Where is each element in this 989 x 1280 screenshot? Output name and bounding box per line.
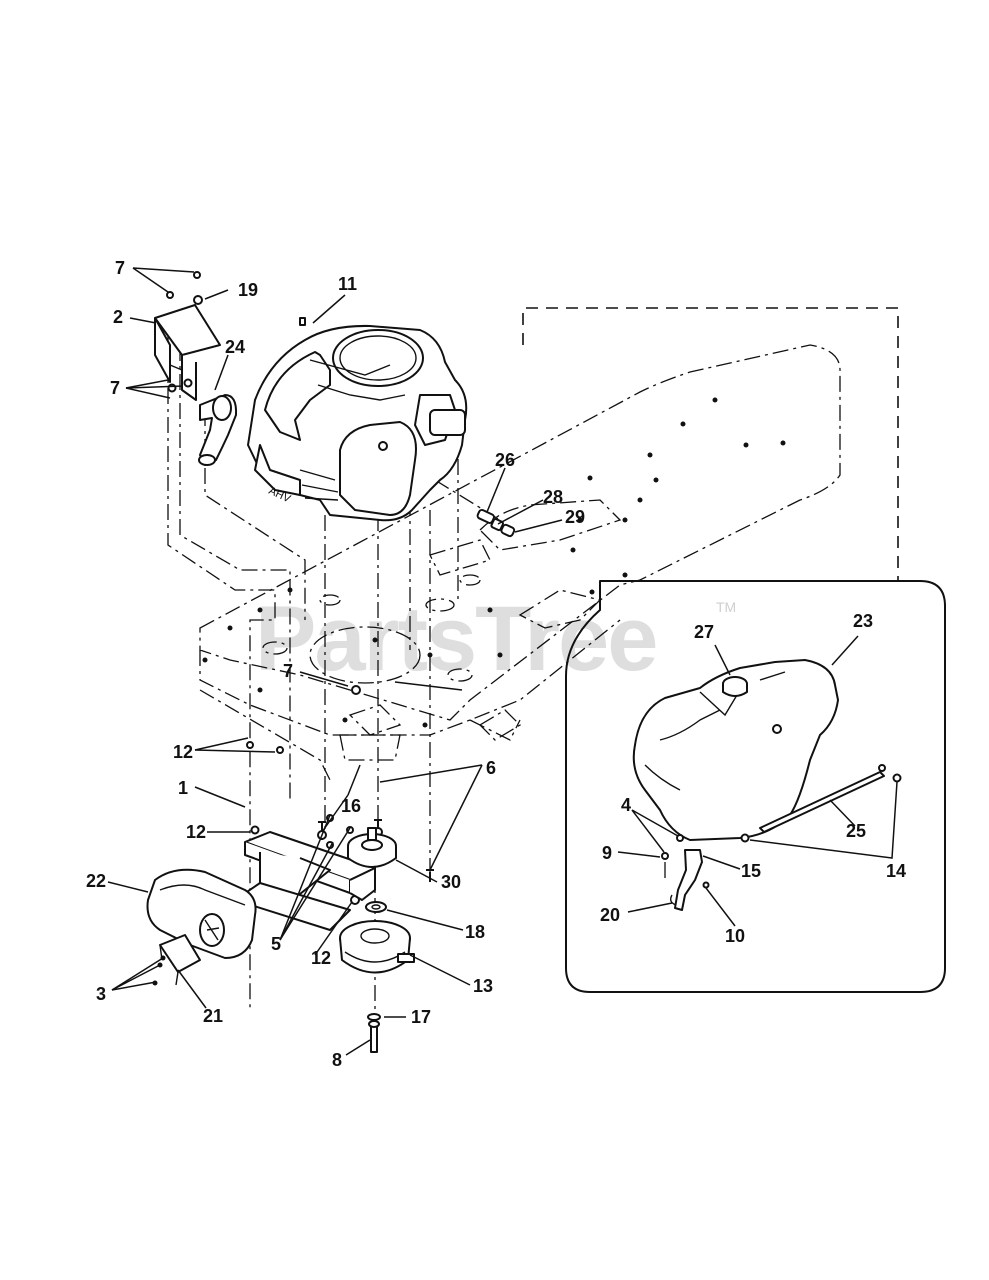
callout-22: 22 bbox=[86, 871, 106, 891]
callout-14: 14 bbox=[886, 861, 906, 881]
callout-12: 12 bbox=[173, 742, 193, 762]
callout-5: 5 bbox=[271, 934, 281, 954]
callout-13: 13 bbox=[473, 976, 493, 996]
pulley bbox=[347, 827, 397, 868]
engine: AHV bbox=[247, 317, 468, 522]
callout-30: 30 bbox=[441, 872, 461, 892]
callout-19: 19 bbox=[238, 280, 258, 300]
callout-8: 8 bbox=[332, 1050, 342, 1070]
callout-27: 27 bbox=[694, 622, 714, 642]
callout-9: 9 bbox=[602, 843, 612, 863]
callout-10: 10 bbox=[725, 926, 745, 946]
clutch-bolt bbox=[367, 1013, 381, 1053]
spacer bbox=[365, 901, 387, 913]
engine-bracket bbox=[154, 271, 221, 401]
muffler bbox=[146, 868, 257, 959]
callout-6: 6 bbox=[486, 758, 496, 778]
fuel-fittings bbox=[476, 508, 516, 538]
exhaust-elbow bbox=[198, 394, 238, 466]
callout-12: 12 bbox=[311, 948, 331, 968]
heat-shield bbox=[152, 934, 201, 986]
callout-15: 15 bbox=[741, 861, 761, 881]
pto-clutch bbox=[339, 920, 415, 974]
callout-1: 1 bbox=[178, 778, 188, 798]
callout-25: 25 bbox=[846, 821, 866, 841]
watermark-tm: TM bbox=[716, 599, 736, 615]
callout-7: 7 bbox=[110, 378, 120, 398]
callout-7: 7 bbox=[283, 661, 293, 681]
chassis-frame bbox=[199, 344, 841, 781]
callout-23: 23 bbox=[853, 611, 873, 631]
callout-16: 16 bbox=[341, 796, 361, 816]
callout-21: 21 bbox=[203, 1006, 223, 1026]
callout-17: 17 bbox=[411, 1007, 431, 1027]
callout-labels: 7 19 2 24 7 11 26 28 29 7 12 6 1 16 12 2… bbox=[86, 258, 906, 1070]
fuel-tank-inset bbox=[565, 580, 946, 993]
callout-24: 24 bbox=[225, 337, 245, 357]
frame-reference-outline bbox=[522, 307, 899, 580]
callout-28: 28 bbox=[543, 487, 563, 507]
callout-20: 20 bbox=[600, 905, 620, 925]
callout-29: 29 bbox=[565, 507, 585, 527]
callout-2: 2 bbox=[113, 307, 123, 327]
callout-26: 26 bbox=[495, 450, 515, 470]
callout-3: 3 bbox=[96, 984, 106, 1004]
mounting-plate bbox=[234, 814, 376, 931]
callout-4: 4 bbox=[621, 795, 631, 815]
callout-12: 12 bbox=[186, 822, 206, 842]
callout-18: 18 bbox=[465, 922, 485, 942]
callout-7: 7 bbox=[115, 258, 125, 278]
callout-leaders bbox=[107, 267, 898, 1056]
callout-11: 11 bbox=[338, 274, 357, 294]
